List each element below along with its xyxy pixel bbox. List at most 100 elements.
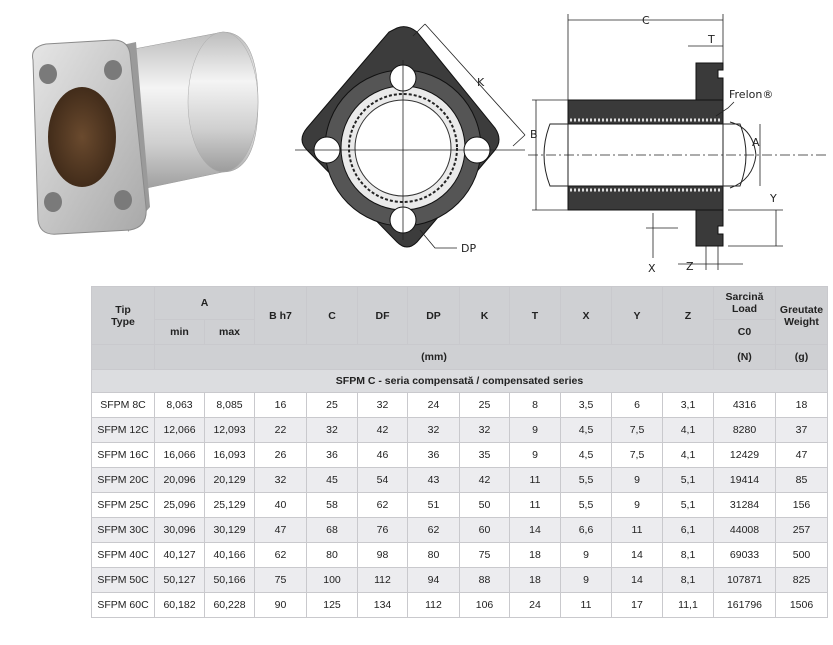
cell-k: 42	[459, 467, 510, 493]
cell-dp: 80	[407, 542, 460, 568]
cell-t: 18	[509, 542, 561, 568]
cell-t: 9	[509, 442, 561, 468]
cell-c: 25	[306, 392, 358, 418]
cell-a-max: 60,228	[204, 592, 255, 618]
col-header-load: Sarcină Load	[713, 286, 776, 320]
cell-a-min: 25,096	[154, 492, 205, 518]
cell-load-c0: 19414	[713, 467, 776, 493]
cell-y: 17	[611, 592, 663, 618]
cell-k: 32	[459, 417, 510, 443]
cell-weight: 257	[775, 517, 828, 543]
cell-z: 4,1	[662, 417, 714, 443]
cell-type: SFPM 16C	[91, 442, 155, 468]
cell-b: 40	[254, 492, 307, 518]
cell-z: 4,1	[662, 442, 714, 468]
cell-x: 5,5	[560, 492, 612, 518]
cell-z: 5,1	[662, 467, 714, 493]
cell-a-max: 30,129	[204, 517, 255, 543]
cell-weight: 18	[775, 392, 828, 418]
col-header-k: K	[459, 286, 510, 345]
col-header-a: A	[154, 286, 255, 320]
cell-weight: 825	[775, 567, 828, 593]
header-row-1: Tip Type A B h7 C DF DP K T X Y Z Sarcin…	[91, 286, 828, 345]
dim-t-label: T	[707, 33, 715, 46]
cell-t: 18	[509, 567, 561, 593]
cell-x: 9	[560, 567, 612, 593]
cell-b: 47	[254, 517, 307, 543]
cell-dp: 94	[407, 567, 460, 593]
cell-load-c0: 69033	[713, 542, 776, 568]
cell-weight: 500	[775, 542, 828, 568]
cell-a-max: 16,093	[204, 442, 255, 468]
cell-load-c0: 8280	[713, 417, 776, 443]
cell-load-c0: 31284	[713, 492, 776, 518]
cell-dp: 112	[407, 592, 460, 618]
col-header-c0: C0	[713, 319, 776, 345]
cell-b: 32	[254, 467, 307, 493]
cell-load-c0: 44008	[713, 517, 776, 543]
col-header-tip-text: Tip	[115, 303, 131, 316]
units-row: (mm) (N) (g)	[91, 344, 828, 370]
cell-y: 14	[611, 542, 663, 568]
col-header-sarcina-text: Sarcină	[725, 291, 764, 303]
cell-df: 98	[357, 542, 408, 568]
cell-dp: 43	[407, 467, 460, 493]
cell-dp: 24	[407, 392, 460, 418]
cell-type: SFPM 50C	[91, 567, 155, 593]
cell-a-min: 16,066	[154, 442, 205, 468]
units-n: (N)	[713, 344, 776, 370]
cell-y: 14	[611, 567, 663, 593]
dim-x-label: X	[648, 262, 656, 275]
col-header-type: Tip Type	[91, 286, 155, 345]
dim-z-label: Z	[686, 260, 694, 273]
cell-k: 35	[459, 442, 510, 468]
cell-df: 76	[357, 517, 408, 543]
cell-weight: 1506	[775, 592, 828, 618]
cell-weight: 156	[775, 492, 828, 518]
cell-dp: 32	[407, 417, 460, 443]
col-header-a-max: max	[204, 319, 255, 345]
cell-a-min: 8,063	[154, 392, 205, 418]
cell-k: 88	[459, 567, 510, 593]
cell-b: 75	[254, 567, 307, 593]
cell-c: 100	[306, 567, 358, 593]
series-label: SFPM C - seria compensată / compensated …	[91, 369, 828, 393]
cell-b: 22	[254, 417, 307, 443]
cell-x: 5,5	[560, 467, 612, 493]
col-header-dp: DP	[407, 286, 460, 345]
cell-dp: 62	[407, 517, 460, 543]
cell-df: 112	[357, 567, 408, 593]
cell-type: SFPM 20C	[91, 467, 155, 493]
cell-z: 3,1	[662, 392, 714, 418]
col-header-x: X	[560, 286, 612, 345]
dim-b-label: B	[530, 128, 538, 141]
col-header-a-min: min	[154, 319, 205, 345]
cell-c: 32	[306, 417, 358, 443]
col-header-weight: Greutate Weight	[775, 286, 828, 345]
cell-x: 4,5	[560, 417, 612, 443]
col-header-type-text: Type	[111, 315, 135, 328]
cell-weight: 85	[775, 467, 828, 493]
cell-a-min: 20,096	[154, 467, 205, 493]
cell-y: 9	[611, 492, 663, 518]
cell-a-max: 20,129	[204, 467, 255, 493]
cell-b: 62	[254, 542, 307, 568]
cell-c: 68	[306, 517, 358, 543]
units-mm: (mm)	[154, 344, 714, 370]
technical-drawings: K DP C T Frelon®	[0, 0, 833, 285]
cell-z: 6,1	[662, 517, 714, 543]
col-header-b: B h7	[254, 286, 307, 345]
cell-dp: 51	[407, 492, 460, 518]
cell-load-c0: 4316	[713, 392, 776, 418]
dim-c-label: C	[642, 14, 650, 27]
cell-a-min: 50,127	[154, 567, 205, 593]
cell-df: 46	[357, 442, 408, 468]
cell-y: 9	[611, 467, 663, 493]
